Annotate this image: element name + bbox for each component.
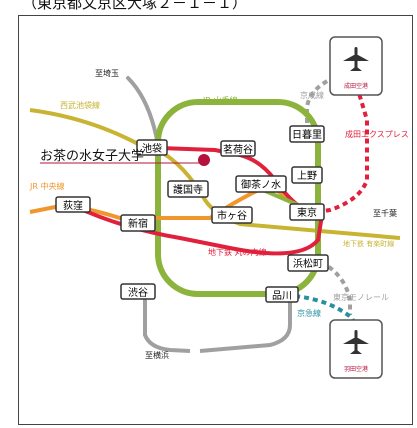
narita-express-line (316, 89, 369, 214)
station-myogadani[interactable]: 茗荷谷 (220, 140, 256, 157)
seibu-ikebukuro-label: 西武池袋線 (60, 100, 100, 110)
station-ueno[interactable]: 上野 (291, 166, 323, 184)
direction-saitama: 至埼玉 (95, 68, 119, 78)
chuo-label: JR 中央線 (29, 181, 64, 191)
narita-airport-label: 成田空港 (344, 82, 368, 90)
station-tokyo[interactable]: 東京 (289, 203, 325, 221)
station-shibuya-label: 渋谷 (128, 286, 148, 299)
yamanote-label: JR 山手線 (202, 95, 237, 105)
station-hamamatsucho[interactable]: 浜松町 (287, 254, 329, 272)
yurakucho-label: 地下鉄 有楽町線 (343, 239, 394, 248)
map-frame (18, 15, 413, 425)
station-ichigaya[interactable]: 市ヶ谷 (211, 206, 253, 224)
haneda-airport[interactable]: 羽田空港 (329, 319, 383, 379)
haneda-airport-label: 羽田空港 (344, 365, 368, 373)
keikyu-label: 京急線 (297, 308, 321, 318)
monorail-label: 東京モノレール (333, 292, 389, 302)
narita-airport[interactable]: 成田空港 (329, 36, 383, 96)
station-hamamatsucho-label: 浜松町 (293, 257, 323, 270)
saitama-line (126, 76, 160, 147)
station-ogikubo-label: 荻窪 (63, 199, 83, 212)
station-ochanomizu-label: 御茶ノ水 (241, 178, 281, 191)
direction-chiba: 至千葉 (373, 208, 397, 218)
narita-express-label: 成田エクスプレス (345, 129, 409, 139)
marunouchi-label: 地下鉄 丸の内線 (208, 247, 267, 257)
station-ikebukuro-label: 池袋 (142, 142, 162, 155)
station-nippori[interactable]: 日暮里 (289, 125, 325, 143)
yamanote-line (155, 99, 321, 297)
station-gokokuji[interactable]: 護国寺 (167, 180, 209, 198)
keikyu-line (294, 294, 357, 326)
station-shibuya[interactable]: 渋谷 (120, 283, 156, 300)
station-shinagawa[interactable]: 品川 (265, 286, 299, 303)
station-shinagawa-label: 品川 (272, 290, 292, 302)
station-ochanomizu[interactable]: 御茶ノ水 (235, 175, 287, 193)
seibu-ikebukuro-line (29, 108, 141, 147)
airplane-icon (343, 330, 369, 354)
address-caption: （東京都文京区大塚２－１－１） (22, 0, 248, 12)
university-label: お茶の水女子大学 (40, 148, 144, 164)
station-ikebukuro[interactable]: 池袋 (136, 139, 168, 156)
station-ichigaya-label: 市ヶ谷 (217, 209, 247, 222)
airplane-icon (343, 47, 369, 71)
station-tokyo-label: 東京 (297, 206, 317, 219)
shinagawa-south-line (199, 300, 292, 353)
station-shinjuku[interactable]: 新宿 (120, 214, 156, 232)
station-nippori-label: 日暮里 (292, 128, 322, 141)
direction-yokohama: 至横浜 (145, 350, 169, 360)
monorail-line (320, 260, 352, 315)
yokohama-line (143, 296, 191, 353)
station-ogikubo[interactable]: 荻窪 (55, 196, 91, 213)
university-dot (198, 154, 210, 166)
station-ueno-label: 上野 (297, 170, 317, 182)
station-myogadani-label: 茗荷谷 (223, 144, 253, 156)
station-gokokuji-label: 護国寺 (173, 183, 203, 196)
station-shinjuku-label: 新宿 (128, 217, 148, 230)
keisei-label: 京成線 (300, 90, 324, 100)
